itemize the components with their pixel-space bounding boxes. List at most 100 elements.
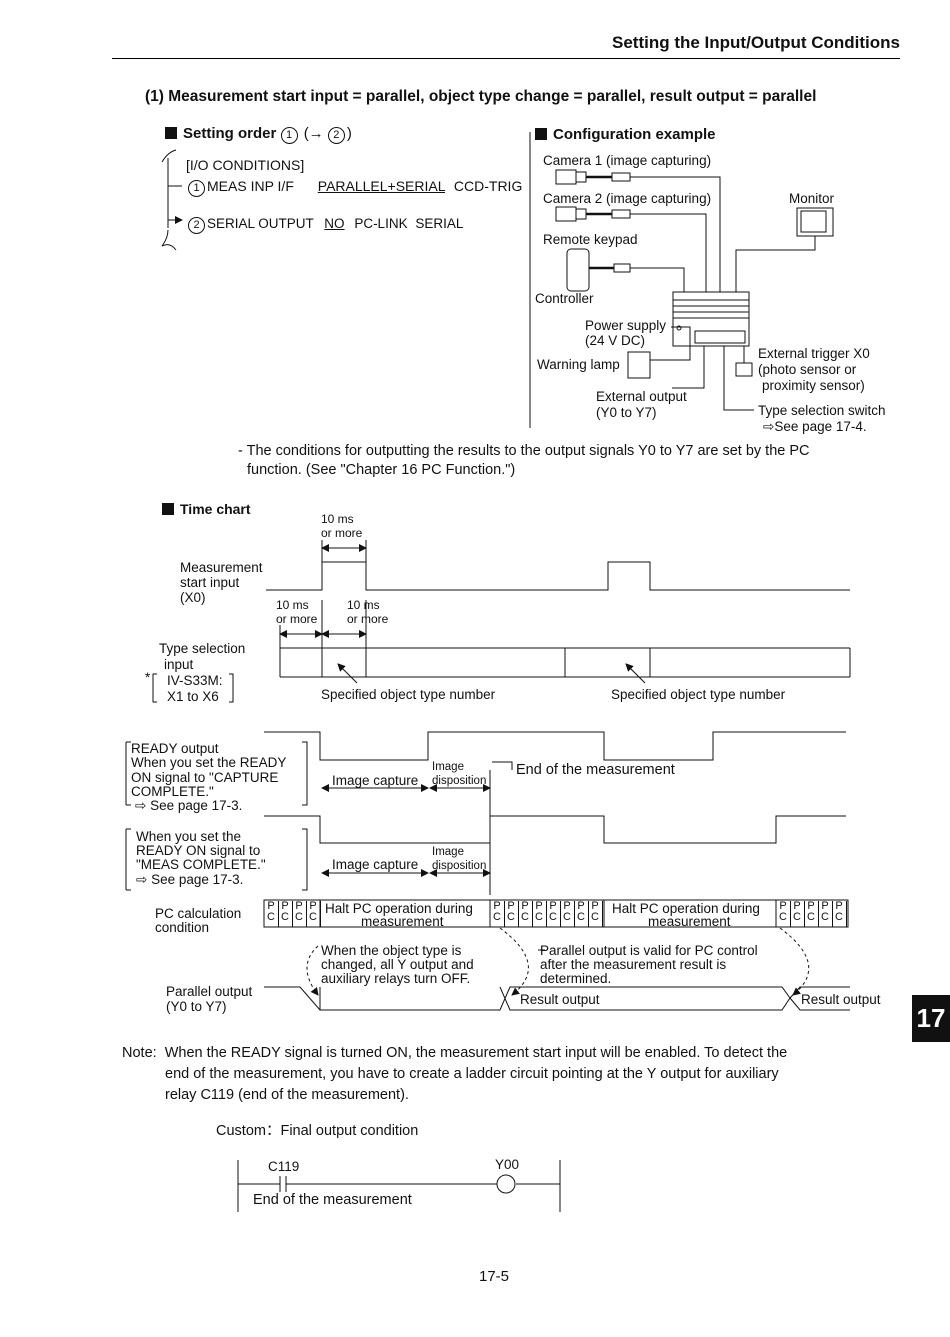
pc-calc-label: PC calculation	[155, 906, 242, 921]
square-bullet-icon	[535, 128, 547, 140]
controller-label: Controller	[535, 291, 594, 306]
hollow-arrow-icon: ⇨	[136, 872, 148, 887]
camera1-label: Camera 1 (image capturing)	[543, 153, 712, 168]
ms10-top-label-2: or more	[321, 526, 363, 540]
power-supply-label-1: Power supply	[585, 318, 667, 333]
type-switch-line	[723, 346, 754, 411]
remote-keypad-label: Remote keypad	[543, 232, 638, 247]
hollow-arrow-icon: ⇨	[135, 798, 147, 813]
pc-calc-label-2: condition	[155, 920, 210, 935]
spec-type-label-2: Specified object type number	[611, 687, 786, 702]
meas-start-label-2: start input	[180, 575, 240, 590]
ms10-b-label-2: or more	[347, 612, 389, 626]
camera2-label: Camera 2 (image capturing)	[543, 191, 712, 206]
end-meas-label: End of the measurement	[516, 762, 675, 778]
type-switch-label: Type selection switch	[758, 403, 886, 418]
monitor-label: Monitor	[789, 191, 835, 206]
parallel-valid-label-2: after the measurement result is	[540, 957, 727, 972]
camera1-icon	[555, 169, 721, 292]
type-switch-ref: ⇨See page 17-4.	[763, 419, 867, 434]
meas-start-label-3: (X0)	[180, 590, 206, 605]
power-line	[671, 326, 691, 346]
circled-one-icon: 1	[188, 180, 205, 197]
ladder-caption: Custom：Final output condition	[216, 1123, 419, 1139]
spec-type-label: Specified object type number	[321, 687, 496, 702]
type-sel-wave	[279, 600, 851, 678]
par-out-label-2: (Y0 to Y7)	[166, 999, 227, 1014]
image-disp-label-4: disposition	[432, 860, 487, 872]
type-sel-label-2: input	[164, 657, 194, 672]
ready-wave-1	[264, 731, 846, 761]
ext-trigger-icon	[735, 362, 753, 377]
setting-order-bracket	[161, 149, 183, 251]
ms10-a-label-2: or more	[276, 612, 318, 626]
setting-order-heading: Setting order 1 (→ 2)	[165, 125, 352, 144]
chapter-tab: 17	[912, 995, 950, 1042]
meas-start-wave	[266, 561, 850, 591]
header-rule	[112, 58, 900, 59]
meas-complete-label: When you set the	[136, 829, 242, 844]
halt-label: Halt PC operation during	[325, 901, 473, 916]
circled-two-icon: 2	[327, 127, 345, 144]
ready-label-4: COMPLETE."	[131, 784, 214, 799]
controller-icon	[672, 291, 750, 347]
image-capture-label-2: Image capture	[332, 857, 419, 872]
pc-calc-track	[263, 899, 849, 928]
page-title: (1) Measurement start input = parallel, …	[145, 88, 817, 105]
parallel-valid-label: Parallel output is valid for PC control	[540, 943, 758, 958]
ext-output-label-1: External output	[596, 389, 687, 404]
ladder-rung	[238, 1176, 560, 1192]
square-bullet-icon	[162, 503, 174, 515]
ladder-contact-desc: End of the measurement	[253, 1192, 412, 1208]
conditions-note-1: - The conditions for outputting the resu…	[238, 443, 810, 459]
selected-option: PARALLEL+SERIAL	[317, 178, 446, 194]
obj-change-label-2: changed, all Y output and	[321, 957, 474, 972]
config-example-heading: Configuration example	[535, 126, 716, 143]
ready-label: READY output	[131, 741, 219, 756]
meas-complete-ref: ⇨ See page 17-3.	[136, 872, 244, 887]
ready-label-2: When you set the READY	[131, 755, 287, 770]
parallel-valid-label-3: determined.	[540, 971, 612, 986]
iv-model-label: IV-S33M:	[167, 673, 223, 688]
warning-lamp-label: Warning lamp	[537, 357, 620, 372]
halt-label-2: measurement	[361, 914, 444, 929]
hollow-arrow-icon: ⇨	[763, 419, 775, 434]
ladder-coil-icon	[496, 1174, 516, 1194]
image-disp-label-3: Image	[432, 846, 464, 858]
camera2-icon	[555, 206, 707, 292]
time-chart-heading: Time chart	[162, 501, 251, 517]
monitor-icon	[735, 207, 834, 292]
ladder-coil-label: Y00	[495, 1157, 520, 1172]
page-number: 17-5	[479, 1268, 510, 1285]
ms10-a-label: 10 ms	[276, 598, 309, 612]
meas-complete-label-3: "MEAS COMPLETE."	[136, 857, 266, 872]
image-disp-label-2: disposition	[432, 775, 487, 787]
ext-trigger-label-3: proximity sensor)	[762, 378, 865, 393]
meas-start-label: Measurement	[180, 560, 263, 575]
selected-option: NO	[324, 216, 345, 231]
halt-label-4: measurement	[648, 914, 731, 929]
section-title: Setting the Input/Output Conditions	[612, 33, 900, 52]
iv-bracket	[152, 673, 234, 703]
meas-complete-label-2: READY ON signal to	[136, 843, 261, 858]
ext-output-label-2: (Y0 to Y7)	[596, 405, 657, 420]
parallel-output-wave	[264, 986, 850, 1011]
type-sel-label: Type selection	[159, 641, 246, 656]
par-out-label: Parallel output	[166, 984, 253, 999]
remote-keypad-icon	[566, 248, 685, 292]
image-capture-label: Image capture	[332, 773, 419, 788]
note-block: Note: When the READY signal is turned ON…	[122, 1045, 788, 1103]
ladder-rails	[237, 1160, 561, 1212]
